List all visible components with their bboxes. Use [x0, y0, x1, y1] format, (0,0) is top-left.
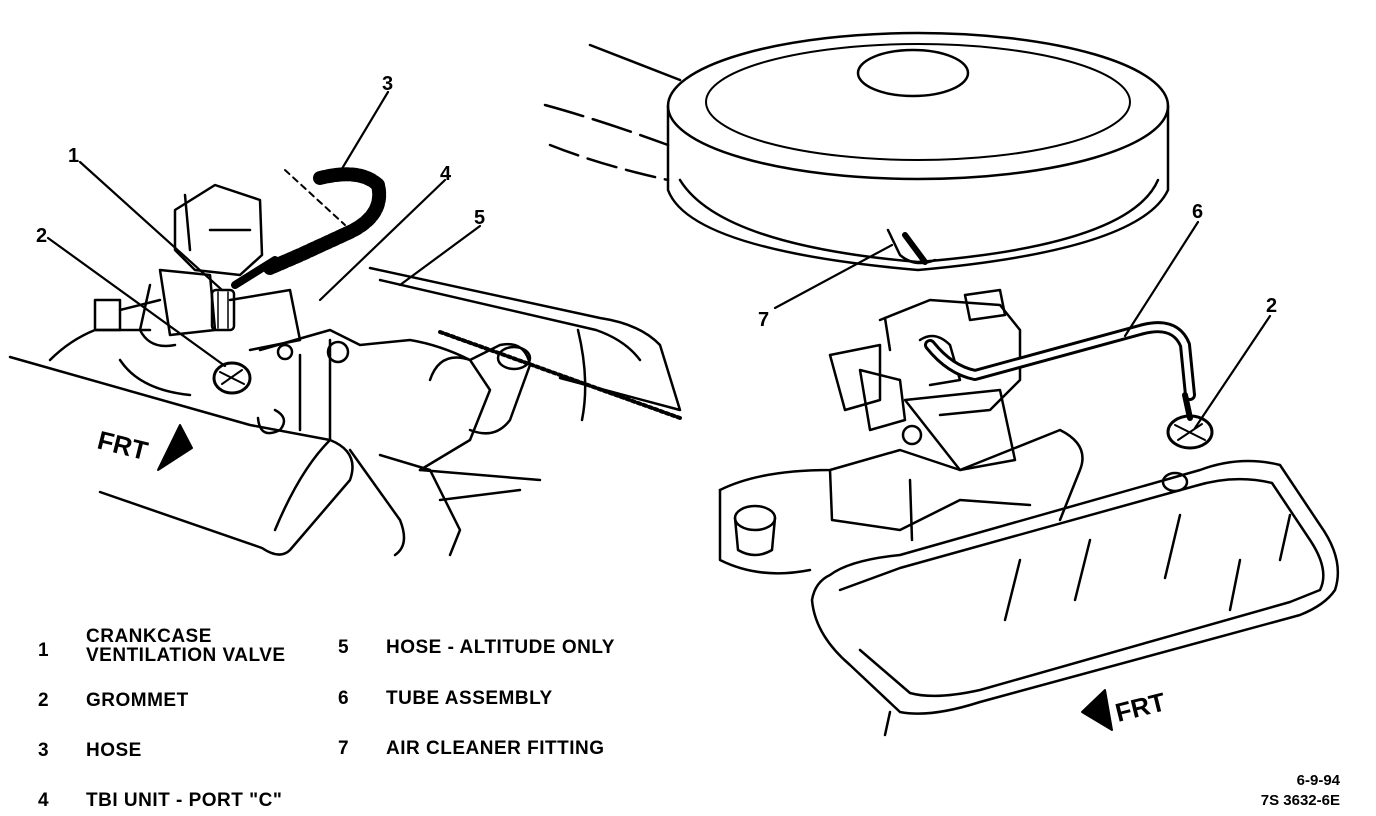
air-cleaner: [543, 31, 1170, 272]
left-hose: [263, 167, 387, 275]
legend-text-3: HOSE: [86, 740, 142, 761]
figure-id: 7S 3632-6E: [1260, 792, 1340, 809]
legend-text-7: AIR CLEANER FITTING: [386, 738, 605, 759]
legend-num-3: 3: [38, 740, 50, 761]
left-frt-label: FRT: [95, 425, 151, 466]
legend-text-6: TUBE ASSEMBLY: [386, 688, 553, 709]
callout-7-right: 7: [758, 309, 769, 331]
oil-filler-cap: [733, 504, 777, 557]
legend-text-2: GROMMET: [86, 690, 189, 711]
legend-num-6: 6: [338, 688, 350, 709]
callout-2-left: 2: [36, 225, 47, 247]
right-engine-view: [543, 31, 1340, 737]
legend-text-1: CRANKCASE VENTILATION VALVE: [86, 627, 286, 665]
left-valve-cover: [8, 355, 354, 556]
left-rear-valve-cover: [368, 266, 682, 412]
right-valve-cover: [810, 459, 1340, 715]
legend-num-7: 7: [338, 738, 350, 759]
left-frt-arrow: [157, 424, 193, 471]
right-tbi-unit: [828, 288, 1022, 472]
left-grommet: [212, 361, 252, 395]
legend-num-1: 1: [38, 640, 50, 661]
tube-assembly: [924, 321, 1196, 401]
right-frt-label: FRT: [1112, 686, 1168, 727]
left-tbi-unit: [173, 183, 264, 277]
left-intake-manifold: [258, 328, 492, 472]
legend-text-1-line2: VENTILATION VALVE: [86, 645, 286, 666]
left-engine-view: [8, 167, 682, 557]
callout-2-right: 2: [1266, 295, 1277, 317]
callout-4-left: 4: [440, 163, 452, 185]
legend-num-4: 4: [38, 790, 50, 811]
callout-1-left: 1: [68, 145, 79, 167]
legend-text-1-line1: CRANKCASE: [86, 626, 212, 647]
callout-3-left: 3: [382, 73, 393, 95]
right-leader-lines: [773, 220, 1272, 430]
legend-num-2: 2: [38, 690, 50, 711]
legend-num-5: 5: [338, 637, 350, 658]
left-leader-lines: [46, 90, 482, 368]
figure-date: 6-9-94: [1296, 772, 1340, 789]
right-frt-arrow: [1081, 689, 1113, 731]
callout-5-left: 5: [474, 207, 485, 229]
legend-text-5: HOSE - ALTITUDE ONLY: [386, 637, 615, 658]
callout-6-right: 6: [1192, 201, 1203, 223]
legend-text-4: TBI UNIT - PORT "C": [86, 790, 283, 811]
